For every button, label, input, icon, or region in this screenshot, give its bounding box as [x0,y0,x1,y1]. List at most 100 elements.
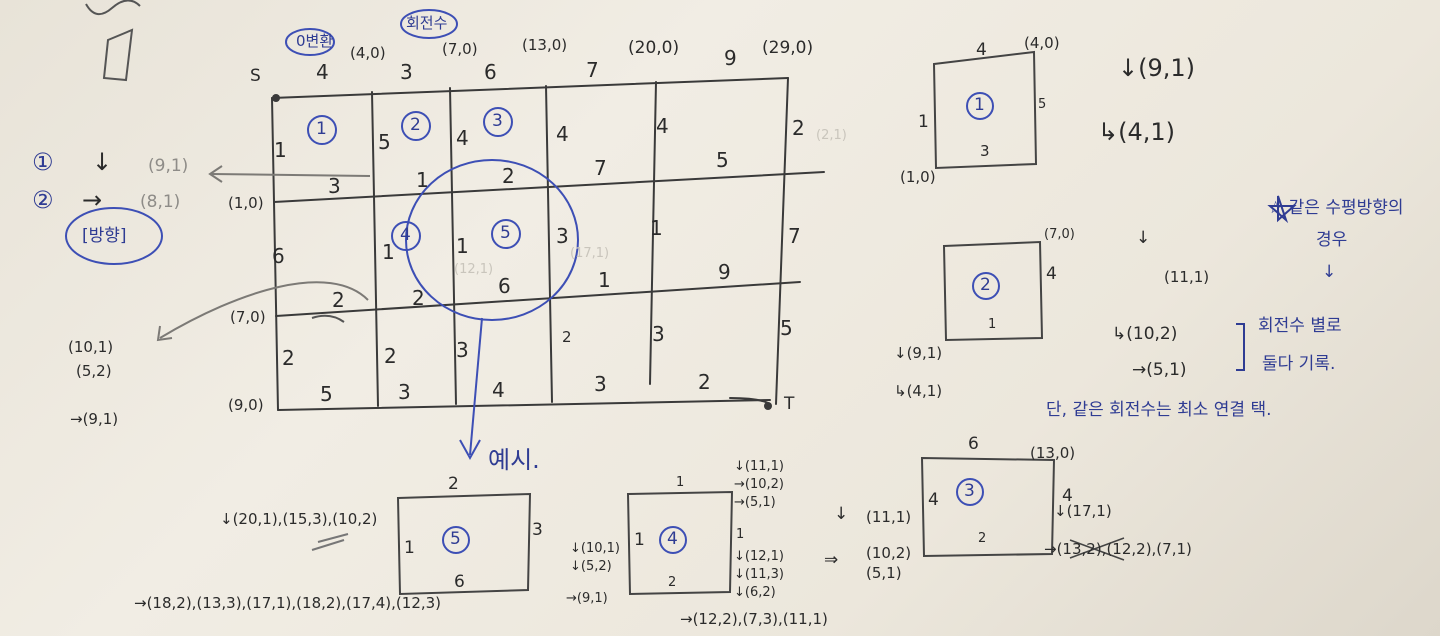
box4-top: 1 [676,475,685,490]
box4-left: 1 [634,530,645,550]
corner-coord-1: (4,0) [350,44,386,62]
legend-circle-2: ② [32,186,54,214]
box1-top: 4 [976,40,987,60]
grid-h2 [275,281,801,317]
middle-note-1: (11,1) [866,508,912,526]
faint-mark: (17,1) [570,246,610,261]
row1-v2: 5 [378,130,391,154]
box3-right: 4 [1062,486,1073,506]
row3-v5: 3 [652,322,665,346]
cell-id-4: 4 [400,225,411,245]
top-weight-1: 4 [316,60,329,84]
corner-coord-2: (7,0) [442,40,478,58]
box3-left: 4 [928,490,939,510]
row3-v3: 3 [456,338,469,362]
corner-coord-3: (13,0) [522,36,568,54]
box4-right-note-3: →(5,1) [734,495,776,510]
top-note-left: 0변환 [296,32,334,50]
start-dot [272,94,280,102]
example-arrow-head [459,439,481,461]
box2-outline [942,240,1044,342]
top-note-right: 회전수 [406,14,448,32]
box1-note-2: ↳(4,1) [1098,118,1176,146]
box1-bottom: 3 [980,142,990,160]
grid-v4 [649,81,657,385]
box3-corner: (13,0) [1030,444,1076,462]
row1-bottom-h4: 7 [594,156,607,180]
box5-left: 1 [404,538,415,558]
box2-branch-1: ↳(10,2) [1112,324,1178,344]
box2-right: 4 [1046,264,1057,284]
legend-right-arrow: → [82,186,103,214]
row1-v3: 4 [456,126,469,150]
box2-branch-2: →(5,1) [1132,360,1187,380]
faint-mark: (2,1) [816,128,847,143]
corner-coord-4: (20,0) [628,38,680,58]
box5-notes-bottom: →(18,2),(13,3),(17,1),(18,2),(17,4),(12,… [134,594,442,612]
box2-side-note-1: ↓(9,1) [894,344,943,362]
grid-v3 [545,85,553,403]
row1-left: 1 [274,138,287,162]
both-note-line-1: 회전수 별로 [1258,316,1342,336]
box4-bottom: 2 [668,575,677,590]
box3-outline [920,456,1056,558]
middle-note-3: (5,1) [866,564,902,582]
box3-bottom: 2 [978,531,987,546]
example-arrow-line [469,317,483,456]
box5-right: 3 [532,520,543,540]
legend-circle-1: ① [32,148,54,176]
row2-bottom-h4: 1 [598,268,611,292]
box5-top: 2 [448,474,459,494]
box4-outline [626,490,734,596]
middle-note-2: (10,2) [866,544,912,562]
box1-note-1: ↓(9,1) [1118,54,1196,82]
legend-values-1: (9,1) [148,156,189,176]
star-note-line-2: 경우 [1316,230,1348,250]
box1-right: 5 [1038,97,1047,112]
box4-right2-note-2: ↓(11,3) [734,567,784,582]
row1-right: 2 [792,116,805,140]
box5-id: 5 [450,529,461,549]
highlight-circle [405,159,579,321]
box2-bottom: 1 [988,317,997,332]
row3-v2: 2 [384,344,397,368]
row2-left: 6 [272,244,285,268]
row3-right: 5 [780,316,793,340]
row1-v4: 4 [556,122,569,146]
box4-left-note-3: →(9,1) [566,591,608,606]
grid-v1 [371,91,379,407]
row2-v2: 1 [382,240,395,264]
box2-note: (11,1) [1164,268,1210,286]
box4-right2-note-3: ↓(6,2) [734,585,776,600]
box4-right: 1 [736,527,745,542]
top-weight-3: 6 [484,60,497,84]
left-list-3: →(9,1) [70,410,119,428]
end-label: T [784,394,795,414]
row2-bottom-h3: 6 [498,274,511,298]
row1-bottom-h5: 5 [716,148,729,172]
left-arrow-1 [211,173,371,177]
box1-corner: (4,0) [1024,34,1060,52]
star-note-line-1: ☆ 같은 수평방향의 [1268,198,1404,218]
bottom-weight-2: 3 [398,380,411,404]
box4-notes-bottom: →(12,2),(7,3),(11,1) [680,610,828,628]
box3-note-1: ↓(17,1) [1054,502,1112,520]
row3-left: 2 [282,346,295,370]
row2-v4: 3 [556,224,569,248]
box4-right2-note-1: ↓(12,1) [734,549,784,564]
box1-id: 1 [974,95,985,115]
box1-outline [932,50,1038,170]
box1-corner-bl: (1,0) [900,168,936,186]
grid-top-line [271,77,789,99]
left-arrow-2 [159,281,369,339]
star-note-arrow: ↓ [1322,262,1337,282]
example-label: 예시. [488,446,540,474]
box4-left-note-2: ↓(5,2) [570,559,612,574]
start-label: S [250,66,261,86]
legend-values-2: (8,1) [140,192,181,212]
box2-side-note-2: ↳(4,1) [894,382,943,400]
box4-right-note-1: ↓(11,1) [734,459,784,474]
row2-bottom-h2: 2 [412,286,425,310]
cell-id-3: 3 [492,111,503,131]
